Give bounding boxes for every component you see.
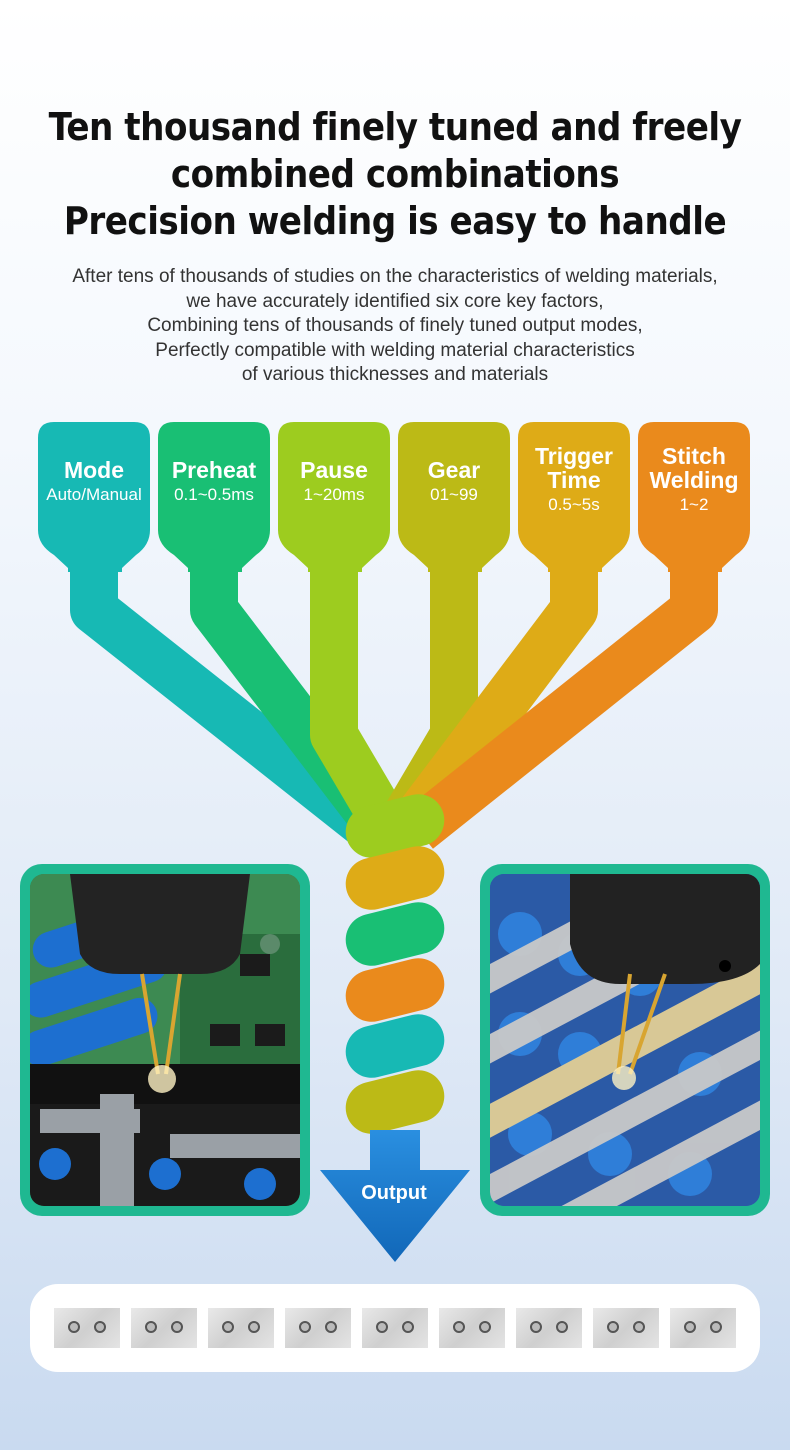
description-line-4: Perfectly compatible with welding materi… [155,339,635,361]
weld-sample-9 [670,1308,736,1348]
tag-trigger [518,422,630,572]
factor-pause: Pause 1~20ms [278,458,390,506]
description-line-2: we have accurately identified six core k… [186,290,604,312]
weld-sample-2 [131,1308,197,1348]
ribbon-pause [310,570,411,843]
factor-preheat-name: Preheat [171,457,257,483]
battery-strip-welding-photo [480,864,770,1216]
weld-sample-5 [362,1308,428,1348]
output-label: Output [361,1182,427,1204]
factor-pause-value: 1~20ms [303,485,365,504]
factor-stitch-welding-name: Stitch Welding [649,443,739,493]
factor-gear-name: Gear [427,457,481,483]
factor-pause-name: Pause [300,457,368,483]
headline: Ten thousand finely tuned and freely com… [0,104,790,245]
factor-preheat: Preheat 0.1~0.5ms [158,458,270,506]
ribbon-mode [70,570,387,849]
tag-mode [38,422,150,572]
factor-preheat-value: 0.1~0.5ms [174,485,254,504]
tag-preheat [158,422,270,572]
weld-sample-1 [54,1308,120,1348]
description-line-3: Combining tens of thousands of finely tu… [147,315,643,336]
factor-trigger-time-value: 0.5~5s [548,495,600,514]
factor-mode: Mode Auto/Manual [38,458,150,506]
factor-trigger-time-name: Trigger Time [535,443,613,493]
tag-gear [398,422,510,572]
battery-illustration [490,874,760,1206]
pcb-illustration [30,874,300,1206]
weld-sample-3 [208,1308,274,1348]
factor-stitch-welding-value: 1~2 [679,495,709,514]
factor-trigger-time: Trigger Time 0.5~5s [518,444,630,516]
weld-sample-7 [516,1308,582,1348]
tag-stitch [638,422,750,572]
ribbon-trigger [388,570,598,845]
ribbon-stitch [403,570,718,849]
description-line-5: of various thicknesses and materials [241,364,549,385]
weld-sample-4 [285,1308,351,1348]
output-arrow [320,1130,470,1262]
factor-gear: Gear 01~99 [398,458,510,506]
factor-stitch-welding: Stitch Welding 1~2 [638,444,750,516]
weld-sample-8 [593,1308,659,1348]
factor-mode-value: Auto/Manual [46,485,142,504]
headline-line-2: combined combinations [170,152,620,196]
factor-gear-value: 01~99 [430,485,478,504]
factor-tags [38,422,750,572]
factor-mode-name: Mode [63,457,125,483]
braid [345,794,445,1134]
headline-line-3: Precision welding is easy to handle [63,199,727,243]
tag-pause [278,422,390,572]
pcb-welding-photo [20,864,310,1216]
description-line-1: After tens of thousands of studies on th… [72,266,718,287]
description: After tens of thousands of studies on th… [0,265,790,388]
headline-line-1: Ten thousand finely tuned and freely [48,105,742,149]
weld-sample-6 [439,1308,505,1348]
